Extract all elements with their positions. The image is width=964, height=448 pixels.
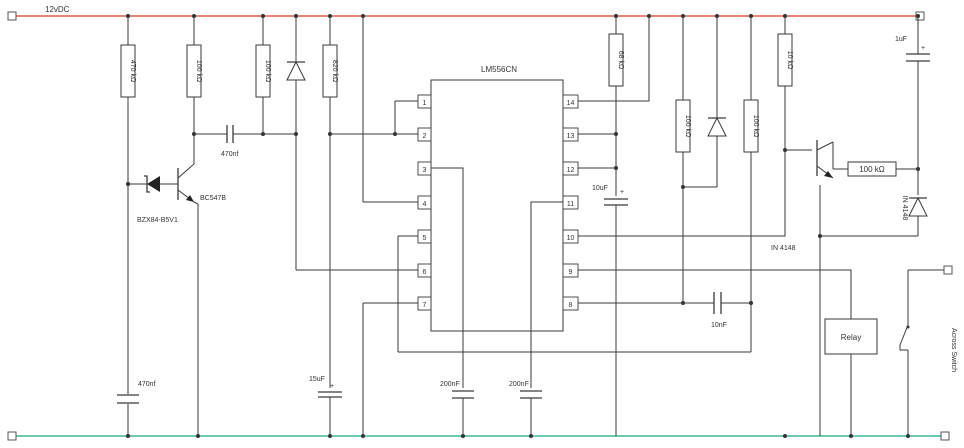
resistor-100k-d-label: 100 kΩ — [752, 115, 759, 137]
svg-text:12: 12 — [567, 167, 575, 174]
rail-junctions — [126, 14, 920, 438]
diode-in4148-vertical-label: IN 4148 — [901, 196, 908, 221]
svg-text:5: 5 — [423, 235, 427, 242]
svg-text:9: 9 — [569, 269, 573, 276]
rail-12v-label: 12vDC — [45, 5, 70, 14]
svg-text:14: 14 — [567, 100, 575, 107]
ic-name-label: LM556CN — [481, 65, 517, 74]
svg-text:8: 8 — [569, 302, 573, 309]
transistor-output — [783, 140, 848, 436]
svg-text:7: 7 — [423, 302, 427, 309]
capacitor-200nf-b-label: 200nF — [509, 381, 529, 388]
diode-in4148-label: IN 4148 — [771, 245, 796, 252]
resistor-100k-h-label: 100 kΩ — [859, 165, 885, 174]
power-rails: 12vDC — [7, 5, 950, 441]
transistor-label: BC547B — [200, 195, 226, 202]
capacitor-1uf-plus: + — [921, 45, 925, 52]
relay — [824, 318, 878, 355]
capacitor-470nf-top-label: 470nf — [221, 151, 239, 158]
relay-label: Relay — [841, 333, 861, 342]
resistor-100k-b-label: 100 kΩ — [264, 60, 271, 82]
svg-text:6: 6 — [423, 269, 427, 276]
ic-lm556cn: LM556CN 1 2 3 4 5 6 7 14 13 12 — [417, 65, 579, 388]
svg-text:13: 13 — [567, 133, 575, 140]
resistor-820k-label: 820 kΩ — [331, 60, 338, 82]
zener-diode — [126, 175, 178, 193]
terminal-switch-top[interactable] — [943, 265, 953, 275]
capacitor-10uf — [604, 198, 628, 436]
capacitor-10uf-label: 10uF — [592, 185, 608, 192]
ic-left-pins: 1 2 3 4 5 6 7 — [417, 94, 432, 311]
terminal-ground[interactable] — [7, 431, 17, 441]
capacitor-1uf — [906, 16, 930, 195]
resistor-10k — [777, 33, 793, 87]
svg-text:10: 10 — [567, 235, 575, 242]
capacitor-10nf — [578, 292, 751, 314]
capacitor-200nf-a-label: 200nF — [440, 381, 460, 388]
capacitor-200nf-a — [452, 390, 474, 436]
capacitor-1uf-label: 1uF — [895, 36, 907, 43]
svg-text:3: 3 — [423, 167, 427, 174]
resistor-470k-label: 470 kΩ — [129, 60, 136, 82]
capacitor-10uf-plus: + — [620, 189, 624, 196]
diode-in4148-vertical — [818, 196, 928, 238]
diode-middle — [683, 16, 727, 188]
resistor-68k-label: 68 kΩ — [617, 51, 624, 69]
svg-text:11: 11 — [567, 201, 574, 208]
capacitor-470nf-bottom-label: 470nf — [138, 381, 156, 388]
diode-left — [286, 16, 418, 271]
capacitor-470nf-bottom — [117, 394, 139, 404]
resistor-100k-a-label: 100 kΩ — [195, 60, 202, 82]
capacitor-15uf — [318, 391, 342, 436]
relay-switch — [899, 269, 944, 436]
terminal-ground-right[interactable] — [940, 431, 950, 441]
resistor-100k-a — [186, 44, 202, 98]
resistor-10k-label: 10 kΩ — [786, 51, 793, 69]
svg-text:4: 4 — [423, 201, 427, 208]
terminal-12v[interactable] — [7, 11, 17, 21]
ic-right-pins: 14 13 12 11 10 9 8 — [562, 94, 579, 311]
svg-text:2: 2 — [423, 133, 427, 140]
svg-text:1: 1 — [423, 100, 427, 107]
zener-label: BZX84-B5V1 — [137, 217, 178, 224]
capacitor-15uf-plus: + — [330, 383, 334, 390]
capacitor-10nf-label: 10nF — [711, 322, 727, 329]
resistor-100k-c-label: 100 kΩ — [684, 115, 691, 137]
switch-label: Across Switch — [950, 328, 957, 372]
capacitor-200nf-b — [520, 390, 542, 436]
capacitor-15uf-label: 15uF — [309, 376, 325, 383]
capacitor-470nf-coupling — [194, 125, 296, 143]
